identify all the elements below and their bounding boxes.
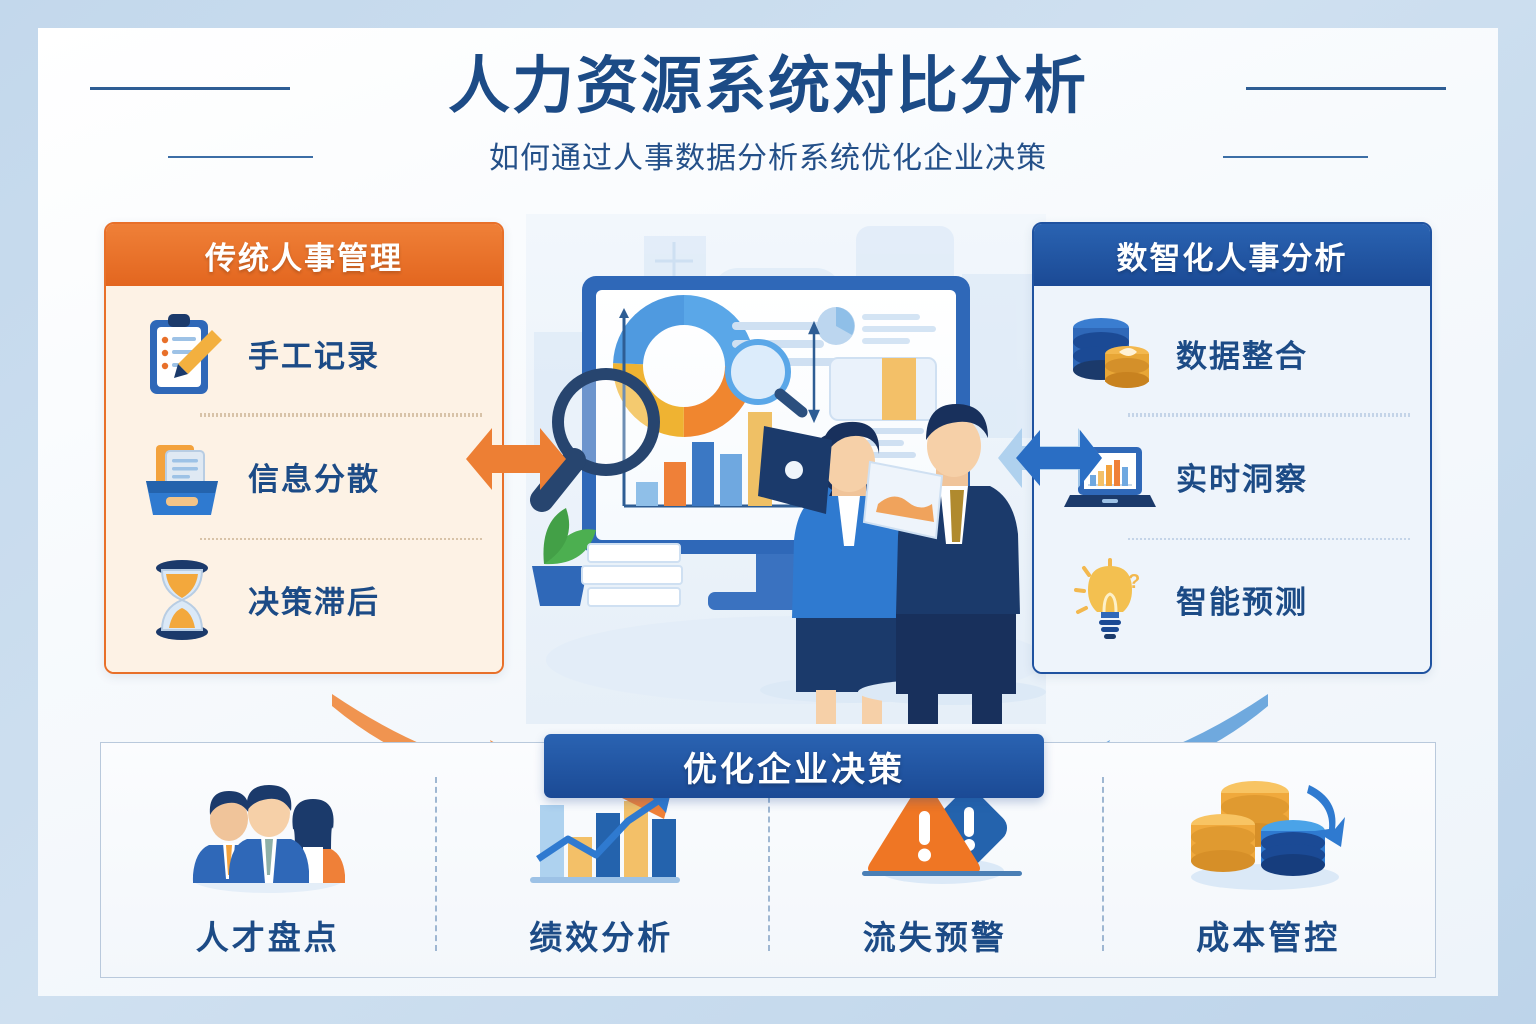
potted-plant-icon xyxy=(532,508,596,606)
team-people-icon xyxy=(179,775,357,895)
title-rule-left xyxy=(90,86,290,90)
page-title: 人力资源系统对比分析 xyxy=(447,52,1088,121)
dashboard-bar-chart xyxy=(619,308,808,508)
warning-alert-icon xyxy=(846,775,1024,895)
magnifying-glass-icon xyxy=(725,339,808,418)
file-box-icon xyxy=(126,431,238,523)
outcome-item[interactable]: 人才盘点 xyxy=(101,743,435,977)
decision-banner: 优化企业决策 xyxy=(544,734,1044,798)
outcome-item[interactable]: 成本管控 xyxy=(1101,743,1436,977)
growth-chart-icon xyxy=(512,775,690,895)
list-item[interactable]: 信息分散 xyxy=(126,415,482,538)
list-item-label: 实时洞察 xyxy=(1176,462,1308,497)
center-illustration xyxy=(526,214,1046,756)
outcome-item-label: 流失预警 xyxy=(862,919,1007,956)
list-item-label: 信息分散 xyxy=(248,462,380,497)
outcome-item-label: 人才盘点 xyxy=(195,919,340,956)
book-stack-icon xyxy=(581,543,683,607)
subtitle-rule-right xyxy=(1223,156,1368,159)
digital-hr-analytics-panel: 数智化人事分析 xyxy=(1032,222,1432,674)
traditional-hr-panel-body: 手工记录 信息分散 xyxy=(106,286,502,672)
page-subtitle: 如何通过人事数据分析系统优化企业决策 xyxy=(489,142,1047,176)
title-row: 人力资源系统对比分析 xyxy=(38,50,1498,123)
list-item[interactable]: 数据整合 xyxy=(1054,292,1410,415)
outcome-item[interactable]: 绩效分析 xyxy=(434,743,769,977)
list-item-label: 数据整合 xyxy=(1176,339,1308,374)
subtitle-row: 如何通过人事数据分析系统优化企业决策 xyxy=(38,133,1498,177)
traditional-hr-panel-heading: 传统人事管理 xyxy=(106,224,502,286)
pencil-icon xyxy=(174,329,222,378)
hourglass-icon xyxy=(126,554,238,646)
poster-canvas: 人力资源系统对比分析 如何通过人事数据分析系统优化企业决策 xyxy=(38,28,1498,996)
list-item[interactable]: ? 智能预测 xyxy=(1054,538,1410,661)
svg-text:?: ? xyxy=(1128,571,1140,593)
outcome-item-label: 绩效分析 xyxy=(529,919,674,956)
list-item[interactable]: 实时洞察 xyxy=(1054,415,1410,538)
document-icon xyxy=(862,460,944,540)
magnifying-glass-icon-large xyxy=(530,368,660,512)
list-item-label: 决策滞后 xyxy=(248,585,380,620)
dashboard-axis-arrows xyxy=(808,320,820,424)
clipboard-pencil-icon xyxy=(126,308,238,400)
outcome-item[interactable]: 流失预警 xyxy=(768,743,1102,977)
poster-header: 人力资源系统对比分析 如何通过人事数据分析系统优化企业决策 xyxy=(38,50,1498,177)
list-item-label: 智能预测 xyxy=(1176,585,1308,620)
blue-coin-stack xyxy=(1261,820,1326,876)
digital-hr-analytics-panel-body: 数据整合 xyxy=(1034,286,1430,672)
list-item[interactable]: 决策滞后 xyxy=(126,538,482,661)
person-center xyxy=(228,785,309,883)
title-rule-right xyxy=(1246,86,1446,90)
subtitle-rule-left xyxy=(168,156,313,159)
gold-database xyxy=(1105,345,1149,388)
coins-stack-icon xyxy=(1179,775,1357,895)
double-arrow-icon-right xyxy=(998,416,1102,505)
lightbulb-idea-icon: ? xyxy=(1054,554,1166,646)
digital-hr-analytics-panel-heading: 数智化人事分析 xyxy=(1034,224,1430,286)
traditional-hr-panel: 传统人事管理 xyxy=(104,222,504,674)
orange-triangle-alert-icon xyxy=(867,785,980,873)
database-stack-icon xyxy=(1054,308,1166,400)
decision-banner-label: 优化企业决策 xyxy=(683,750,905,789)
list-item-label: 手工记录 xyxy=(248,339,380,374)
list-item[interactable]: 手工记录 xyxy=(126,292,482,415)
outcome-item-label: 成本管控 xyxy=(1196,919,1341,956)
window-crosshair-icon xyxy=(655,242,693,280)
dashboard-mini-pie xyxy=(817,307,936,345)
laptop-icon xyxy=(758,426,832,514)
double-arrow-icon-left xyxy=(466,418,566,505)
short-gold-coin-stack xyxy=(1191,814,1256,872)
analysts-presenting-dashboard-illustration xyxy=(526,214,1046,756)
